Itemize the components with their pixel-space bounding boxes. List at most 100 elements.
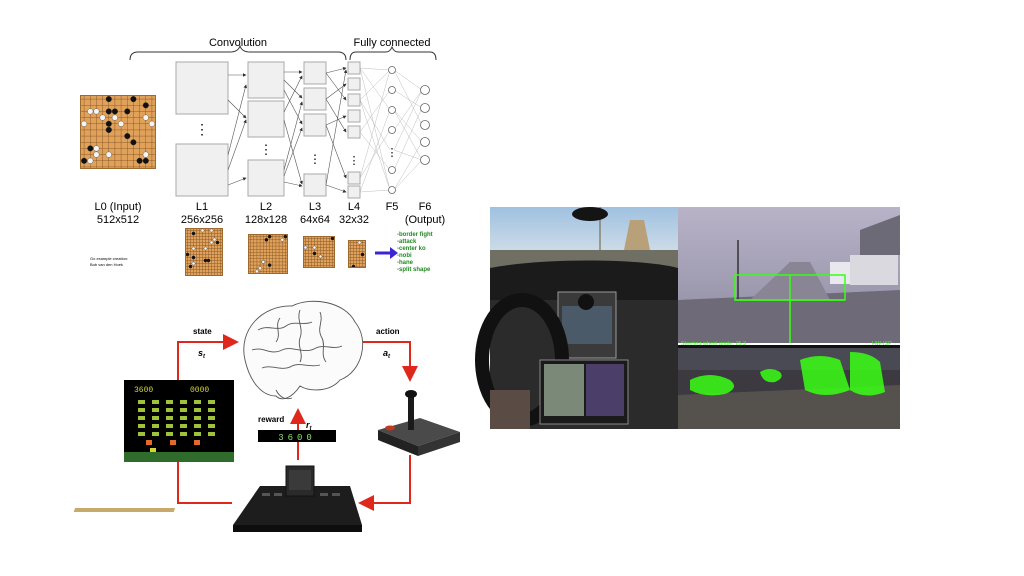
go-stone	[93, 145, 100, 152]
go-stone	[360, 252, 365, 257]
reward-display: 3600	[278, 433, 316, 443]
segmentation-view	[678, 345, 900, 429]
go-stone	[191, 231, 196, 236]
go-stone	[124, 108, 131, 115]
go-stone	[264, 238, 269, 242]
state-label: state	[193, 327, 212, 336]
go-stone	[255, 269, 259, 273]
go-stone	[130, 96, 137, 103]
go-stone	[111, 114, 118, 121]
fully-connected-brace	[349, 45, 437, 61]
ellipsis-dots: ⋮	[309, 152, 321, 166]
go-stone	[81, 120, 88, 127]
go-stone	[130, 139, 137, 146]
lane-overlay	[734, 274, 846, 343]
convolution-label: Convolution	[209, 37, 267, 49]
layer-size: (Output)	[405, 214, 445, 226]
go-stone	[351, 264, 356, 267]
action-arrow	[355, 341, 418, 382]
layer-l2-map	[247, 159, 285, 197]
invader	[180, 432, 187, 436]
go-stone	[99, 114, 106, 121]
invader	[138, 400, 145, 404]
go-stone	[105, 108, 112, 115]
fully-connected-label: Fully connected	[353, 37, 430, 49]
score-right: 0000	[190, 386, 209, 395]
go-stone	[203, 246, 208, 251]
invader	[138, 408, 145, 412]
go-stone	[191, 246, 196, 251]
go-stone	[186, 252, 190, 257]
invader	[194, 432, 201, 436]
go-stone	[118, 120, 125, 127]
go-stone	[200, 229, 205, 233]
detected-objects	[690, 352, 885, 396]
go-stone	[136, 157, 143, 164]
go-stone	[124, 133, 131, 140]
invader	[208, 432, 215, 436]
go-stone	[191, 261, 196, 266]
invader-grid	[138, 400, 215, 436]
layer-size: 256x256	[181, 214, 223, 226]
layer-l3-map	[303, 61, 327, 85]
space-invaders-screen: 3600 0000	[124, 380, 234, 462]
go-stone	[93, 108, 100, 115]
layer-size: 64x64	[300, 214, 330, 226]
invader	[152, 432, 159, 436]
output-item: -nobi	[397, 253, 412, 259]
layer-size: 512x512	[97, 214, 139, 226]
go-board-l2	[248, 234, 288, 274]
go-stone	[267, 263, 272, 267]
go-stone	[191, 255, 196, 260]
reward-label: reward	[258, 415, 284, 424]
invader	[194, 416, 201, 420]
go-stone	[215, 240, 220, 245]
go-stone	[283, 235, 287, 239]
go-stone	[312, 245, 317, 250]
go-stone	[312, 251, 317, 256]
layer-labels: L0 (Input) 512x512 L1 256x256 L2 128x128…	[94, 201, 445, 226]
go-stone	[304, 245, 308, 250]
invader	[138, 416, 145, 420]
go-stone	[212, 237, 217, 242]
invader	[208, 400, 215, 404]
output-item: -split shape	[397, 267, 431, 273]
cnn-diagram: Convolution Fully connected ⋮ ⋮ ⋮ ⋮	[90, 37, 445, 273]
layer-l4-maps	[347, 61, 361, 199]
go-stone	[203, 258, 208, 263]
layer-name: L2	[260, 201, 272, 213]
layer-l2-map	[247, 100, 285, 138]
go-stone	[261, 260, 266, 264]
invader	[166, 408, 173, 412]
output-item: -attack	[397, 239, 417, 245]
go-stone	[87, 108, 94, 115]
invader	[138, 424, 145, 428]
invader	[152, 400, 159, 404]
go-stone	[142, 157, 149, 164]
invader	[152, 424, 159, 428]
action-symbol: at	[383, 348, 391, 360]
ellipsis-dots: ⋮	[195, 121, 209, 137]
go-stone	[188, 264, 193, 269]
invader	[180, 400, 187, 404]
invader	[208, 408, 215, 412]
invader	[166, 432, 173, 436]
invader	[194, 400, 201, 404]
go-board-l1	[185, 228, 223, 276]
atari-console	[73, 465, 362, 532]
go-stone	[280, 238, 285, 242]
go-stone	[105, 96, 112, 103]
layer-name: L4	[348, 201, 360, 213]
go-board-stones	[249, 235, 287, 273]
invader	[180, 408, 187, 412]
invader	[194, 424, 201, 428]
layer-name: L0 (Input)	[94, 201, 141, 213]
go-board-stones	[304, 237, 334, 267]
layer-size: 32x32	[339, 214, 369, 226]
controller-to-console-arrow	[358, 455, 411, 511]
output-list: -border fight -attack -center ko -nobi -…	[397, 232, 433, 273]
layer-l1-map	[175, 143, 229, 197]
layer-l1-map	[175, 61, 229, 115]
invader	[180, 416, 187, 420]
